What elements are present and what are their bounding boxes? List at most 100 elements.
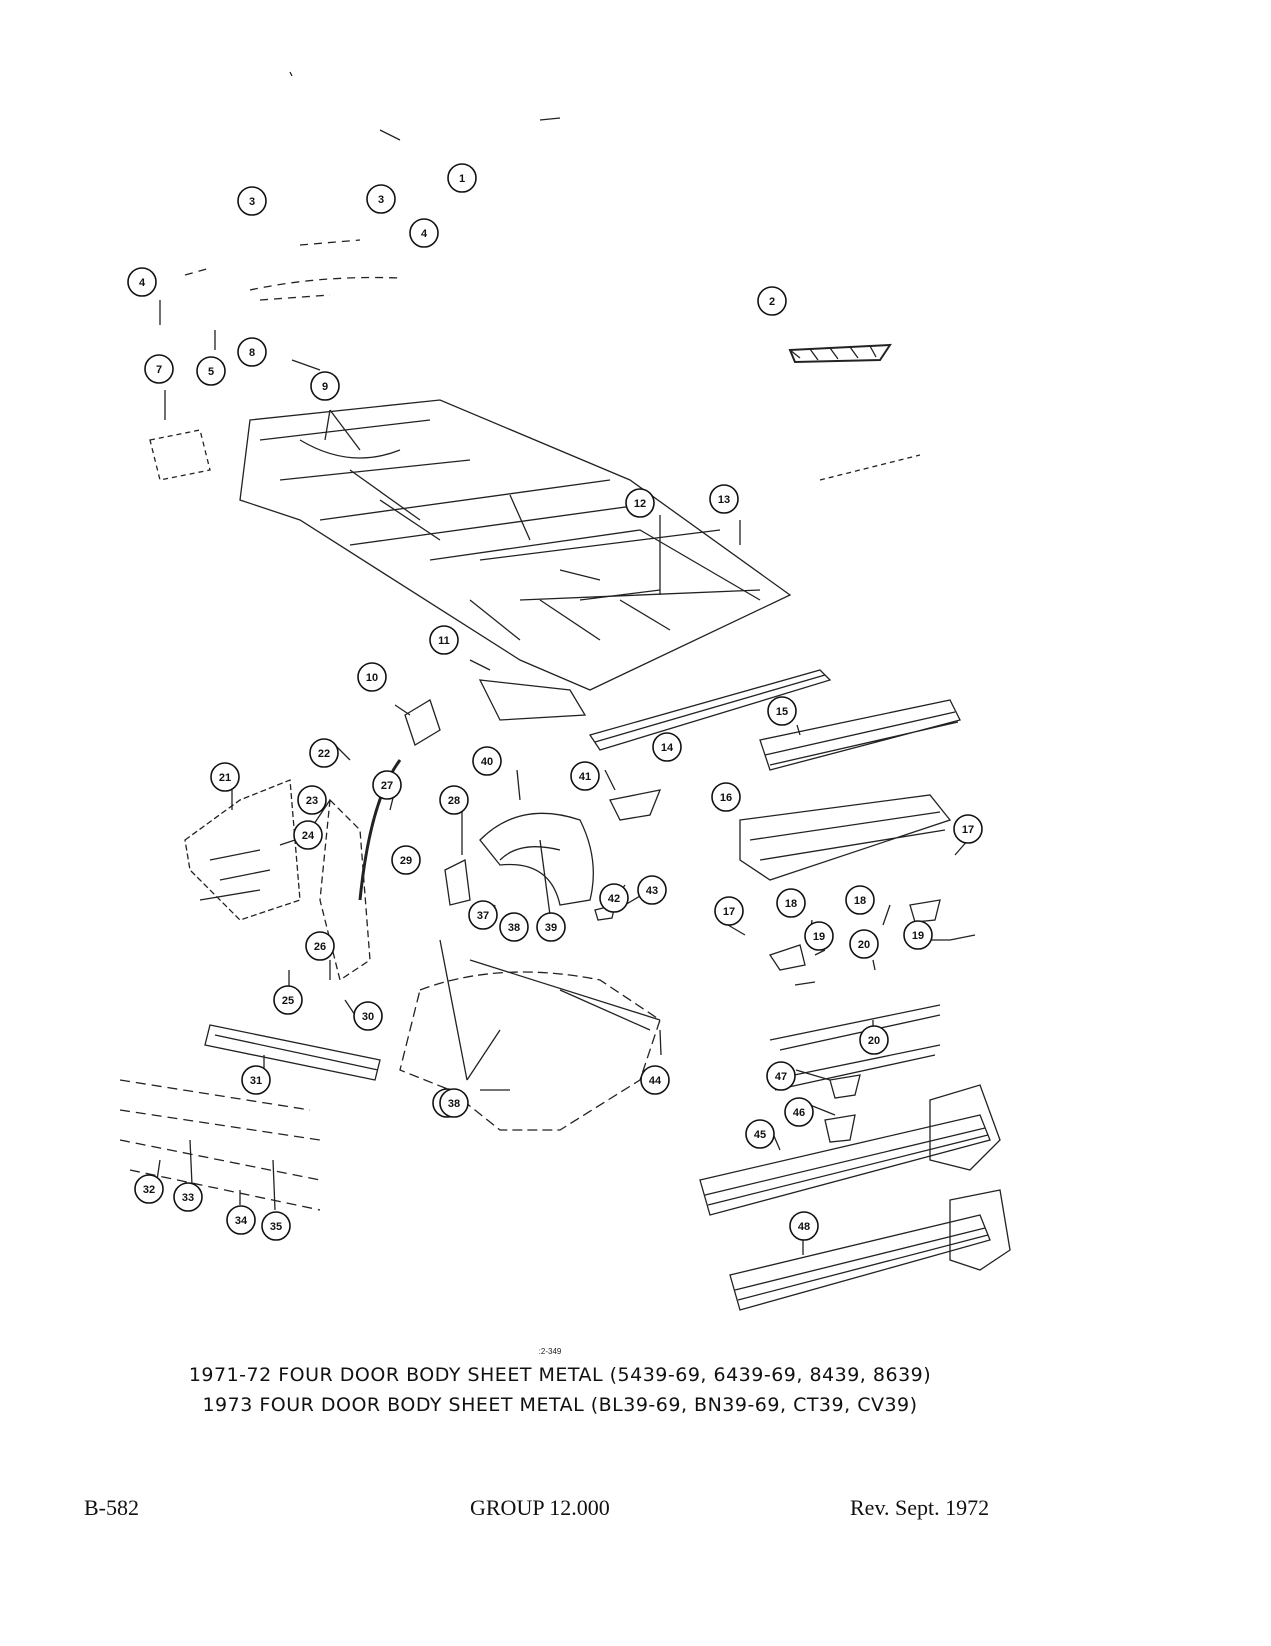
callout-label: 43	[646, 885, 658, 897]
callout-26: 26	[305, 931, 335, 961]
callout-4: 4	[127, 267, 157, 297]
callout-circle	[499, 912, 529, 942]
callout-label: 4	[421, 228, 428, 240]
callout-circle	[599, 883, 629, 913]
callout-circle	[309, 738, 339, 768]
callout-label: 21	[219, 772, 231, 784]
callout-23: 23	[297, 785, 327, 815]
caption-line-1: 1971-72 FOUR DOOR BODY SHEET METAL (5439…	[188, 1364, 932, 1386]
callout-circle	[714, 896, 744, 926]
callout-circle	[196, 356, 226, 386]
callout-circle	[472, 746, 502, 776]
callout-circle	[439, 785, 469, 815]
callout-circle	[570, 761, 600, 791]
callout-1: 1	[447, 163, 477, 193]
callout-label: 29	[400, 855, 412, 867]
callout-label: 35	[270, 1221, 282, 1233]
callout-label: 9	[322, 381, 328, 393]
callout-circle	[711, 782, 741, 812]
callout-5: 5	[196, 356, 226, 386]
callout-label: 3	[378, 194, 384, 206]
callout-label: 14	[661, 742, 674, 754]
callout-circle	[226, 1205, 256, 1235]
callout-label: 27	[381, 780, 393, 792]
callout-label: 24	[302, 830, 315, 842]
callout-31: 31	[241, 1065, 271, 1095]
callout-circle	[766, 1061, 796, 1091]
callout-label: 19	[912, 930, 924, 942]
callout-43: 43	[637, 875, 667, 905]
callout-12: 12	[625, 488, 655, 518]
callout-label: 20	[858, 939, 870, 951]
callout-label: 48	[798, 1221, 810, 1233]
callout-label: 22	[318, 748, 330, 760]
callout-label: 19	[813, 931, 825, 943]
callout-17: 17	[953, 814, 983, 844]
callout-circle	[357, 662, 387, 692]
callout-circle	[237, 337, 267, 367]
callout-label: 13	[718, 494, 730, 506]
callout-30: 30	[353, 1001, 383, 1031]
callout-19: 19	[804, 921, 834, 951]
callout-46: 46	[784, 1097, 814, 1127]
callout-10: 10	[357, 662, 387, 692]
callout-19: 19	[903, 920, 933, 950]
callout-circle	[789, 1211, 819, 1241]
callout-29: 29	[391, 845, 421, 875]
callout-circle	[305, 931, 335, 961]
callout-circle	[745, 1119, 775, 1149]
page-number: B-582	[84, 1495, 139, 1520]
callout-circle	[293, 820, 323, 850]
sheet-metal-linework	[119, 71, 1011, 1311]
callout-label: 34	[235, 1215, 248, 1227]
callout-circle	[297, 785, 327, 815]
callout-20: 20	[859, 1025, 889, 1055]
callout-label: 45	[754, 1129, 766, 1141]
callout-4: 4	[409, 218, 439, 248]
callout-circle	[536, 912, 566, 942]
callout-41: 41	[570, 761, 600, 791]
callout-circle	[640, 1065, 670, 1095]
callout-label: 16	[720, 792, 732, 804]
callout-circle	[468, 900, 498, 930]
callout-label: 11	[438, 635, 450, 647]
callout-label: 47	[775, 1071, 787, 1083]
callout-circle	[429, 625, 459, 655]
callout-circle	[804, 921, 834, 951]
callout-37: 37	[468, 900, 498, 930]
callout-label: 42	[608, 893, 620, 905]
callout-21: 21	[210, 762, 240, 792]
callout-circle	[709, 484, 739, 514]
callout-16: 16	[711, 782, 741, 812]
callout-circle	[439, 1088, 469, 1118]
callout-38: 38	[439, 1088, 469, 1118]
callout-17: 17	[714, 896, 744, 926]
callout-circle	[273, 985, 303, 1015]
callout-label: 30	[362, 1011, 374, 1023]
figure-code: :2-349	[538, 1347, 562, 1356]
callout-label: 28	[448, 795, 460, 807]
callout-27: 27	[372, 770, 402, 800]
callout-label: 33	[182, 1192, 194, 1204]
callout-circle	[310, 371, 340, 401]
callout-8: 8	[237, 337, 267, 367]
callout-circle	[372, 770, 402, 800]
callout-label: 25	[282, 995, 294, 1007]
callout-circle	[849, 929, 879, 959]
callout-48: 48	[789, 1211, 819, 1241]
callout-circle	[447, 163, 477, 193]
callout-circle	[652, 732, 682, 762]
callout-42: 42	[599, 883, 629, 913]
callout-label: 10	[366, 672, 378, 684]
callout-40: 40	[472, 746, 502, 776]
callout-label: 39	[545, 922, 557, 934]
caption-line-2: 1973 FOUR DOOR BODY SHEET METAL (BL39-69…	[202, 1394, 918, 1416]
callout-circle	[237, 186, 267, 216]
callout-38: 38	[499, 912, 529, 942]
callout-32: 32	[134, 1174, 164, 1204]
callout-circle	[409, 218, 439, 248]
callout-34: 34	[226, 1205, 256, 1235]
callout-label: 26	[314, 941, 326, 953]
callout-label: 20	[868, 1035, 880, 1047]
